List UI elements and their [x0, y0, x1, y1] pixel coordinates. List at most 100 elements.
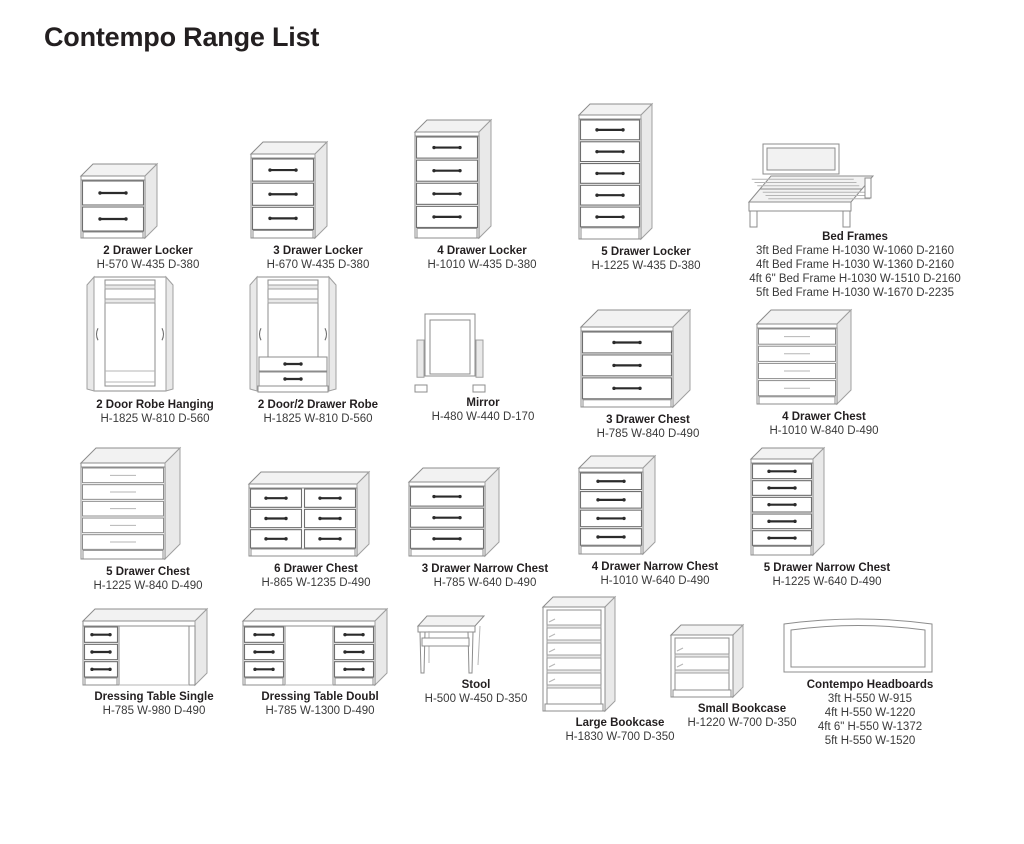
mirror-dimensions: H-480 W-440 D-170 — [431, 411, 535, 423]
5-drawer-narrow-chest-name: 5 Drawer Narrow Chest — [763, 562, 891, 574]
2-door-robe-hanging-dimensions: H-1825 W-810 D-560 — [100, 413, 210, 425]
2-door-robe-hanging-name: 2 Door Robe Hanging — [96, 399, 214, 411]
catalog-item-contempo-headboards: Contempo Headboards 3ft H-550 W-915 4ft H-… — [780, 608, 960, 748]
dressing-table-single-name: Dressing Table Single — [94, 691, 214, 703]
small-bookcase-drawing — [668, 622, 816, 700]
contempo-headboards-caption: Contempo Headboards 3ft H-550 W-915 4ft H-… — [780, 678, 960, 748]
4-drawer-chest-name: 4 Drawer Chest — [782, 411, 866, 423]
stool-dimensions: H-500 W-450 D-350 — [424, 693, 528, 705]
4-drawer-chest-dimensions: H-1010 W-840 D-490 — [769, 425, 879, 437]
4-drawer-narrow-chest-name: 4 Drawer Narrow Chest — [591, 561, 719, 573]
bed-frames-name: Bed Frames — [822, 231, 888, 243]
4-drawer-locker-name: 4 Drawer Locker — [437, 245, 527, 257]
stool-name: Stool — [461, 679, 491, 691]
2-door-robe-hanging-drawing — [85, 272, 225, 396]
dressing-table-double-dimensions: H-785 W-1300 D-490 — [265, 705, 375, 717]
bed-frames-dimensions: 5ft Bed Frame H-1030 W-1670 D-2235 — [756, 287, 954, 299]
5-drawer-chest-dimensions: H-1225 W-840 D-490 — [93, 580, 203, 592]
5-drawer-locker-drawing — [576, 100, 716, 243]
3-drawer-locker-name: 3 Drawer Locker — [273, 245, 363, 257]
bed-frames-dimensions: 4ft 6" Bed Frame H-1030 W-1510 D-2160 — [749, 273, 961, 285]
bed-frames-dimensions: 4ft Bed Frame H-1030 W-1360 D-2160 — [756, 259, 954, 271]
mirror-drawing — [413, 308, 553, 394]
small-bookcase-dimensions: H-1220 W-700 D-350 — [687, 717, 797, 729]
2-door-2-drawer-robe-drawing — [248, 272, 388, 396]
2-drawer-locker-dimensions: H-570 W-435 D-380 — [96, 259, 200, 271]
contempo-headboards-dimensions: 3ft H-550 W-915 — [827, 693, 913, 705]
bed-frames-drawing — [735, 140, 975, 228]
3-drawer-locker-drawing — [248, 138, 388, 242]
4-drawer-narrow-chest-drawing — [576, 452, 734, 558]
page-title: Contempo Range List — [44, 22, 320, 52]
small-bookcase-name: Small Bookcase — [697, 703, 787, 715]
contempo-headboards-name: Contempo Headboards — [806, 679, 934, 691]
3-drawer-chest-drawing — [578, 306, 718, 411]
5-drawer-chest-drawing — [78, 444, 218, 563]
catalog-item-bed-frames: Bed Frames 3ft Bed Frame H-1030 W-1060 D-… — [735, 140, 975, 300]
5-drawer-narrow-chest-drawing — [748, 444, 906, 559]
6-drawer-chest-name: 6 Drawer Chest — [274, 563, 358, 575]
5-drawer-locker-name: 5 Drawer Locker — [601, 246, 691, 258]
3-drawer-locker-dimensions: H-670 W-435 D-380 — [266, 259, 370, 271]
contempo-headboards-dimensions: 5ft H-550 W-1520 — [824, 735, 916, 747]
contempo-headboards-dimensions: 4ft 6" H-550 W-1372 — [817, 721, 923, 733]
5-drawer-narrow-chest-dimensions: H-1225 W-640 D-490 — [772, 576, 882, 588]
bed-frames-dimensions: 3ft Bed Frame H-1030 W-1060 D-2160 — [756, 245, 954, 257]
4-drawer-chest-drawing — [754, 306, 894, 408]
dressing-table-single-drawing — [80, 606, 228, 688]
3-drawer-narrow-chest-name: 3 Drawer Narrow Chest — [421, 563, 549, 575]
dressing-table-double-drawing — [240, 606, 400, 688]
bed-frames-caption: Bed Frames 3ft Bed Frame H-1030 W-1060 D-… — [735, 230, 975, 300]
6-drawer-chest-dimensions: H-865 W-1235 D-490 — [261, 577, 371, 589]
stool-drawing — [412, 608, 540, 676]
5-drawer-chest-name: 5 Drawer Chest — [106, 566, 190, 578]
3-drawer-narrow-chest-drawing — [406, 464, 564, 560]
5-drawer-locker-dimensions: H-1225 W-435 D-380 — [591, 260, 701, 272]
3-drawer-chest-dimensions: H-785 W-840 D-490 — [596, 428, 700, 440]
contempo-headboards-dimensions: 4ft H-550 W-1220 — [824, 707, 916, 719]
4-drawer-narrow-chest-dimensions: H-1010 W-640 D-490 — [600, 575, 710, 587]
4-drawer-locker-drawing — [412, 116, 552, 242]
3-drawer-chest-name: 3 Drawer Chest — [606, 414, 690, 426]
2-door-2-drawer-robe-dimensions: H-1825 W-810 D-560 — [263, 413, 373, 425]
2-drawer-locker-drawing — [78, 160, 218, 242]
3-drawer-narrow-chest-dimensions: H-785 W-640 D-490 — [433, 577, 537, 589]
large-bookcase-name: Large Bookcase — [575, 717, 665, 729]
